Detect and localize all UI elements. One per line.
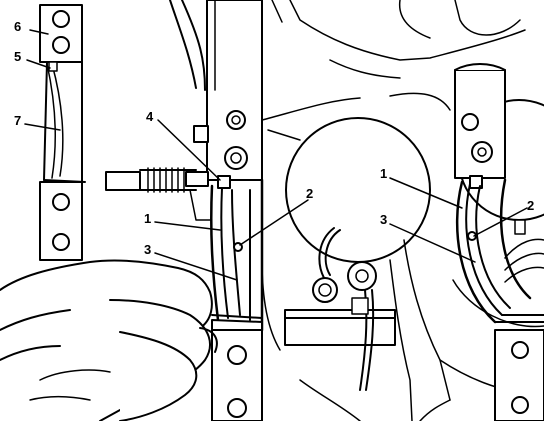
leader-7 xyxy=(24,123,61,131)
callout-3-right: 3 xyxy=(380,212,387,227)
callout-2-right: 2 xyxy=(527,198,534,213)
hand-illustration xyxy=(0,259,218,421)
leader-lines xyxy=(24,29,528,281)
leader-1a xyxy=(154,221,221,231)
leader-5 xyxy=(26,59,51,69)
callout-1-center: 1 xyxy=(144,211,151,226)
oil-pipes-center xyxy=(284,227,396,391)
leader-3b xyxy=(389,223,476,263)
connecting-rod-center xyxy=(105,0,264,421)
connecting-rod-right xyxy=(454,63,544,421)
leader-1b xyxy=(389,177,463,209)
inset-bearing-cap xyxy=(39,4,86,261)
callout-2-center: 2 xyxy=(306,186,313,201)
callout-5: 5 xyxy=(14,49,21,64)
leader-3a xyxy=(154,252,238,281)
callout-4: 4 xyxy=(146,109,154,124)
callout-1-right: 1 xyxy=(380,166,387,181)
leader-2a xyxy=(239,199,309,246)
callout-6: 6 xyxy=(14,19,21,34)
leader-2b xyxy=(473,207,528,237)
callout-7: 7 xyxy=(14,113,21,128)
leader-6 xyxy=(29,29,49,35)
engine-block-outline xyxy=(169,0,526,421)
callout-3-center: 3 xyxy=(144,242,151,257)
leader-4 xyxy=(157,119,221,181)
callout-labels: 6 5 7 4 2 1 3 1 3 2 xyxy=(14,19,534,257)
